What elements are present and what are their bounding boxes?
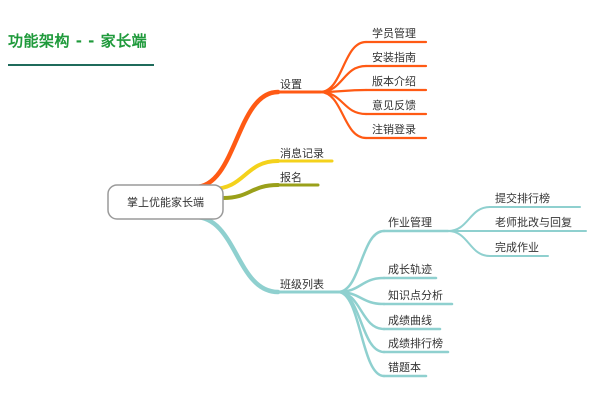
homework-child-edge <box>447 230 491 257</box>
settings-child-edge <box>318 90 368 116</box>
settings-child-label: 学员管理 <box>372 26 416 40</box>
title-underline <box>8 64 154 66</box>
classes-child-edge <box>336 290 386 354</box>
homework-child-label: 提交排行榜 <box>495 191 550 205</box>
classes-child-label: 知识点分析 <box>388 288 443 302</box>
settings-child-label: 安装指南 <box>372 50 416 64</box>
branch-messages-label: 消息记录 <box>280 146 324 160</box>
classes-child-label: 成绩排行榜 <box>388 336 443 350</box>
settings-child-label: 注销登录 <box>372 122 416 136</box>
homework-label: 作业管理 <box>388 215 432 229</box>
branch-edge-settings <box>192 89 281 190</box>
homework-child-label: 完成作业 <box>495 240 539 254</box>
settings-child-edge <box>318 64 368 94</box>
classes-child-label: 成绩曲线 <box>388 313 432 327</box>
classes-child-edge <box>336 290 386 378</box>
page-title: 功能架构 - - 家长端 <box>8 32 148 50</box>
classes-child-label: 错题本 <box>388 360 421 374</box>
root-node <box>107 184 224 220</box>
classes-child-edge <box>336 229 386 294</box>
branch-signup-label: 报名 <box>280 170 302 184</box>
root-node-label: 掌上优能家长端 <box>127 195 204 209</box>
branch-settings-label: 设置 <box>280 78 302 91</box>
branch-classes-label: 班级列表 <box>280 277 324 291</box>
homework-child-edge <box>447 206 491 232</box>
branch-edge-classes <box>192 214 281 295</box>
homework-child-label: 老师批改与回复 <box>495 215 572 229</box>
settings-child-label: 版本介绍 <box>372 74 416 88</box>
settings-child-label: 意见反馈 <box>372 98 416 112</box>
classes-child-label: 成长轨迹 <box>388 262 432 276</box>
branch-edge-signup <box>221 183 280 200</box>
mind-map-edges <box>192 40 587 378</box>
settings-child-edge <box>318 90 368 140</box>
